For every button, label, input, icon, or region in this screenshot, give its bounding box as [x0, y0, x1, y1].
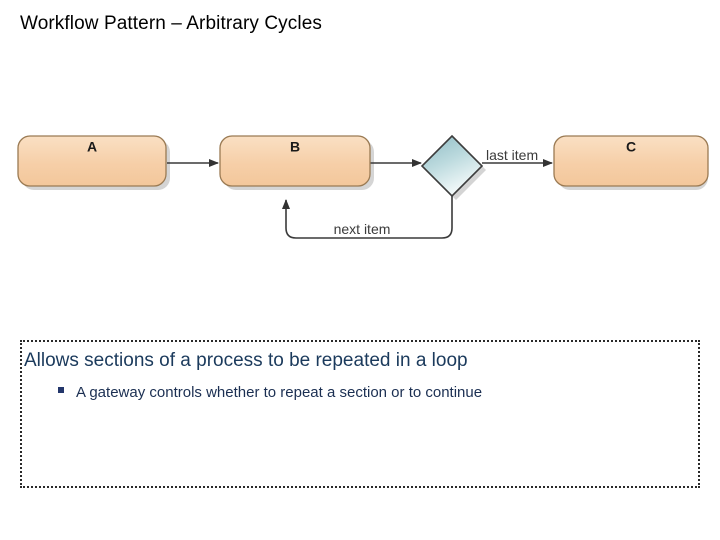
gateway-diamond[interactable]: [420, 134, 484, 198]
bullet-square-icon: [58, 387, 64, 393]
workflow-diagram: A B C last item next item: [0, 110, 720, 275]
page-title: Workflow Pattern – Arbitrary Cycles: [20, 13, 322, 34]
task-a-label: A: [87, 139, 97, 155]
task-b[interactable]: B: [219, 135, 371, 187]
flow-label-next-item: next item: [334, 221, 391, 237]
body-lead-text: Allows sections of a process to be repea…: [24, 350, 468, 371]
task-c-label: C: [626, 139, 636, 155]
list-item: A gateway controls whether to repeat a s…: [58, 382, 482, 403]
bullet-text: A gateway controls whether to repeat a s…: [76, 384, 483, 401]
flow-gateway-to-b: [282, 196, 453, 239]
flow-label-last-item: last item: [486, 147, 538, 163]
task-c[interactable]: C: [553, 135, 709, 187]
task-a[interactable]: A: [17, 135, 167, 187]
content-placeholder: Allows sections of a process to be repea…: [20, 340, 700, 488]
task-b-label: B: [290, 139, 300, 155]
